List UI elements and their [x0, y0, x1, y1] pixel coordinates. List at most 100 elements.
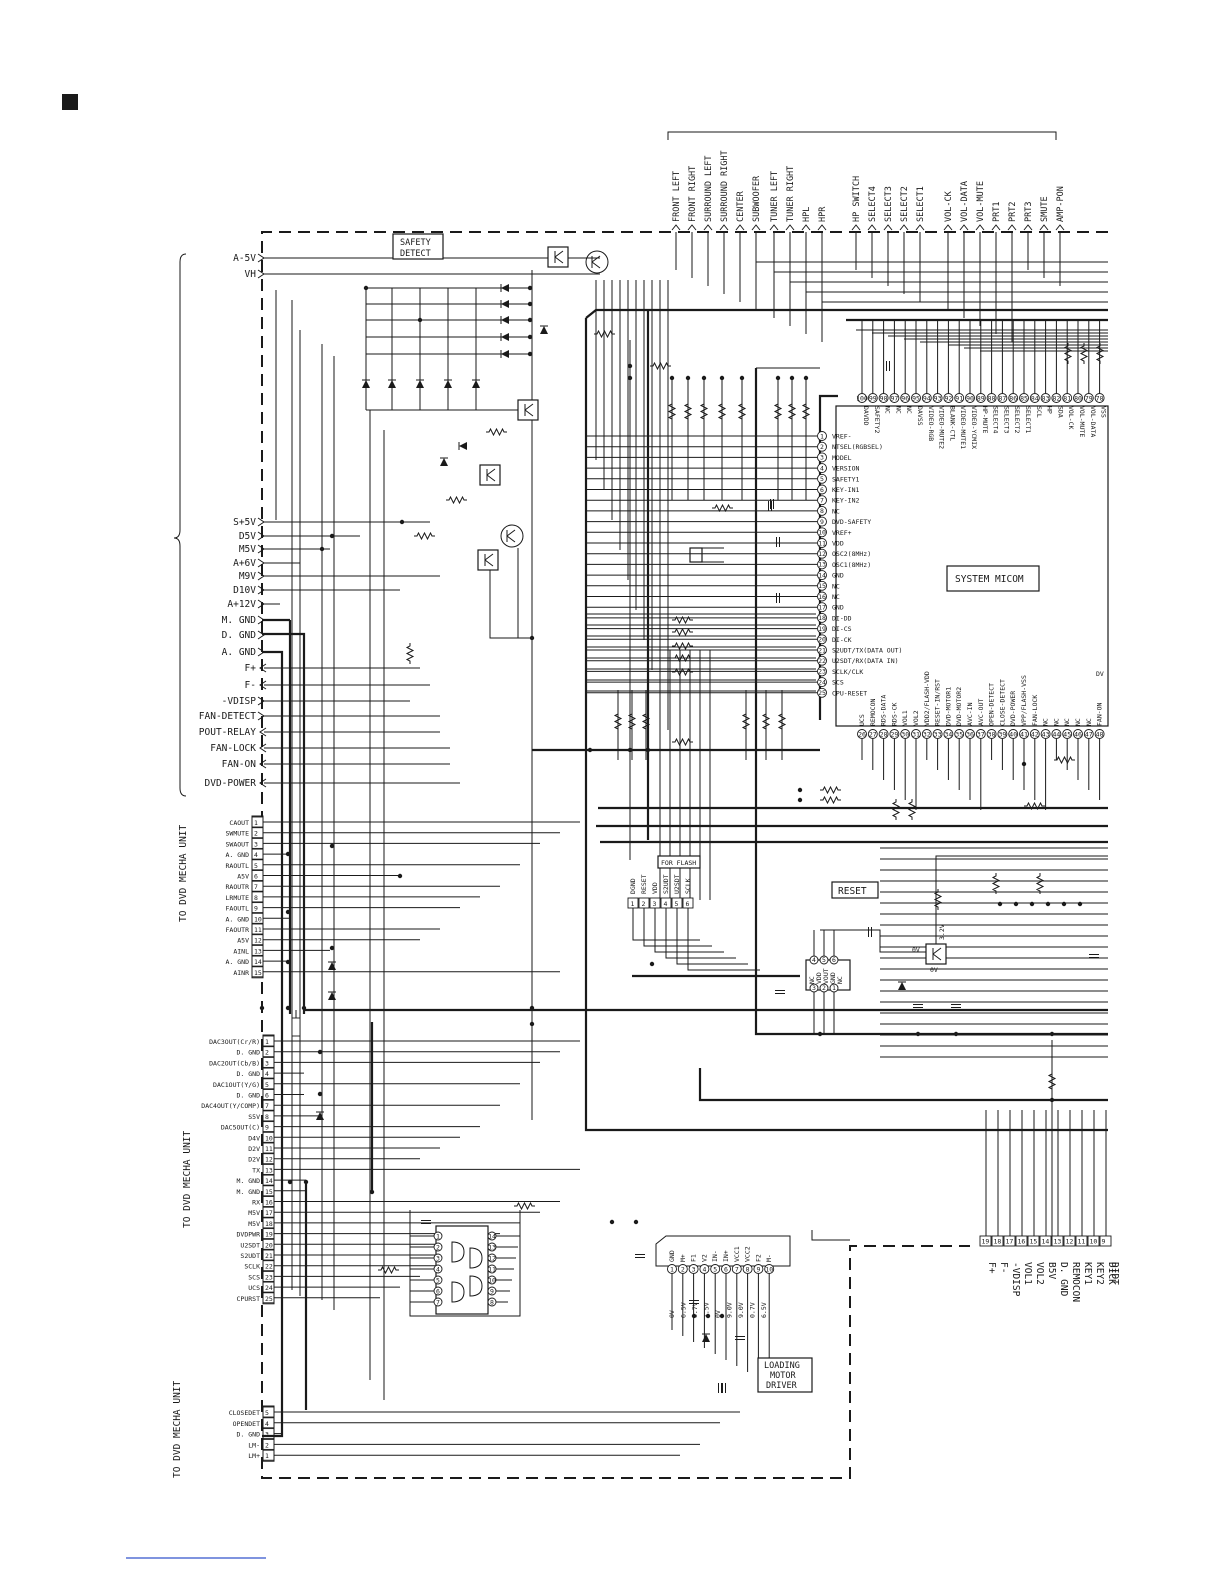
micom-pin-number: 46 — [1074, 730, 1082, 738]
micom-pin-label: DVD-SAFETY — [832, 518, 871, 526]
power-label: A. GND — [222, 647, 257, 658]
micom-pin-label: VIDEO-YCMIX — [970, 406, 978, 449]
micom-pin-number: 38 — [988, 730, 996, 738]
top-signal-label: HP SWITCH — [852, 176, 862, 222]
safety-detect-label-2: DETECT — [400, 249, 431, 259]
front-pin-number: 16 — [1018, 1238, 1026, 1246]
pin-number: 19 — [265, 1231, 273, 1239]
pin-number: 8 — [254, 894, 258, 902]
driver-pin-number: 8 — [746, 1265, 750, 1273]
pin-number: 5 — [265, 1409, 269, 1417]
micom-pin-number: 94 — [923, 394, 931, 402]
pin-number: 20 — [265, 1241, 273, 1249]
micom-pin-label: NC — [1063, 718, 1071, 726]
top-signal-lines — [671, 224, 1108, 352]
micom-pin-number: 22 — [818, 657, 826, 665]
reset-voltage: 3.2V — [938, 924, 946, 940]
pin-label: M. GND — [237, 1177, 261, 1185]
micom-pin-number: 89 — [977, 394, 985, 402]
micom-pin-number: 18 — [818, 614, 826, 622]
micom-pin-number: 1 — [820, 432, 824, 440]
loading-label-2: MOTOR — [770, 1371, 796, 1381]
safety-detect-box — [392, 233, 444, 260]
top-signal-label: TUNER RIGHT — [786, 166, 796, 222]
reset-voltage: 0V — [912, 946, 920, 954]
front-pin-label: D. GND — [1058, 1262, 1069, 1297]
micom-pin-number: 20 — [818, 636, 826, 644]
pin-label: M5V — [248, 1220, 260, 1228]
pin-label: SCS — [248, 1273, 260, 1281]
micom-pin-number: 79 — [1085, 394, 1093, 402]
pin-number: 14 — [254, 958, 262, 966]
reset-ic-label: NC — [836, 976, 844, 984]
driver-pin-label: M+ — [679, 1254, 687, 1262]
logic-pin: 5 — [436, 1276, 440, 1284]
micom-pin-number: 31 — [912, 730, 920, 738]
power-label: M9V — [239, 571, 256, 582]
micom-pin-number: 11 — [818, 539, 826, 547]
micom-pin-number: 80 — [1074, 394, 1082, 402]
pin-number: 3 — [265, 1431, 269, 1439]
driver-pin-label: VCC2 — [744, 1246, 752, 1262]
power-label: M. GND — [222, 615, 257, 626]
pin-label: LM+ — [248, 1452, 260, 1460]
micom-pin-number: 35 — [955, 730, 963, 738]
front-pin-number: 18 — [994, 1238, 1002, 1246]
power-label: VH — [245, 269, 257, 280]
for-flash-label: FOR FLASH — [661, 859, 696, 867]
micom-pin-number: 45 — [1063, 730, 1071, 738]
logic-pin: 6 — [436, 1287, 440, 1295]
micom-pin-number: 40 — [1009, 730, 1017, 738]
front-pin-label: DICK — [1106, 1262, 1117, 1285]
micom-pin-label: AVC-OUT — [977, 699, 985, 726]
discrete-components — [259, 246, 1099, 1393]
micom-pin-number: 99 — [869, 394, 877, 402]
micom-pin-number: 34 — [944, 730, 952, 738]
pin-number: 22 — [265, 1263, 273, 1271]
reset-pin: 6 — [832, 956, 836, 964]
pin-label: AINR — [233, 969, 249, 977]
micom-pin-label: SELECT4 — [992, 406, 1000, 433]
top-signal-label: VOL-CK — [944, 190, 954, 222]
pin-label: A5V — [237, 873, 249, 881]
front-pin-label: KEY2 — [1094, 1262, 1105, 1285]
pin-number: 10 — [265, 1134, 273, 1142]
pin-number: 1 — [265, 1038, 269, 1046]
micom-pin-label: FAN-ON — [1096, 702, 1104, 726]
driver-pin-label: VCC1 — [733, 1246, 741, 1262]
micom-pin-number: 8 — [820, 507, 824, 515]
micom-pin-label: VERSION — [832, 465, 859, 473]
pin-label: A5V — [237, 937, 249, 945]
micom-pin-label: SCS — [832, 679, 844, 687]
micom-pin-number: 23 — [818, 668, 826, 676]
pin-label: CPURST — [237, 1295, 261, 1303]
micom-pin-label: SELECT3 — [1002, 406, 1010, 433]
micom-pin-number: 96 — [901, 394, 909, 402]
driver-pin-number: 6 — [724, 1265, 728, 1273]
micom-pin-label: VDD — [832, 540, 844, 548]
safety-detect-label-1: SAFETY — [400, 238, 431, 248]
micom-pin-label: VOL-MUTE — [1078, 406, 1086, 437]
front-pin-label: F+ — [986, 1262, 997, 1274]
micom-pin-label: GND — [832, 604, 844, 612]
pin-number: 8 — [265, 1113, 269, 1121]
micom-pin-label: NC — [1085, 718, 1093, 726]
micom-pin-label: SAFETY2 — [873, 406, 881, 433]
driver-pin-number: 9 — [756, 1265, 760, 1273]
micom-pin-label: AVC-IN — [966, 702, 974, 726]
micom-pin-label: DVD-MOTOR2 — [955, 687, 963, 726]
reset-ic-label: GND — [829, 972, 837, 984]
micom-pin-number: 78 — [1096, 394, 1104, 402]
flash-pin-label: SCLK — [684, 878, 692, 894]
side-label-1: TO DVD MECHA UNIT — [178, 824, 189, 922]
driver-pin-label: M- — [765, 1254, 773, 1262]
micom-pin-label: NC — [884, 406, 892, 414]
pin-number: 9 — [265, 1124, 269, 1132]
micom-pin-label: VSS — [1100, 406, 1108, 418]
flash-pin-number: 6 — [686, 900, 690, 908]
power-label: A+12V — [227, 599, 256, 610]
